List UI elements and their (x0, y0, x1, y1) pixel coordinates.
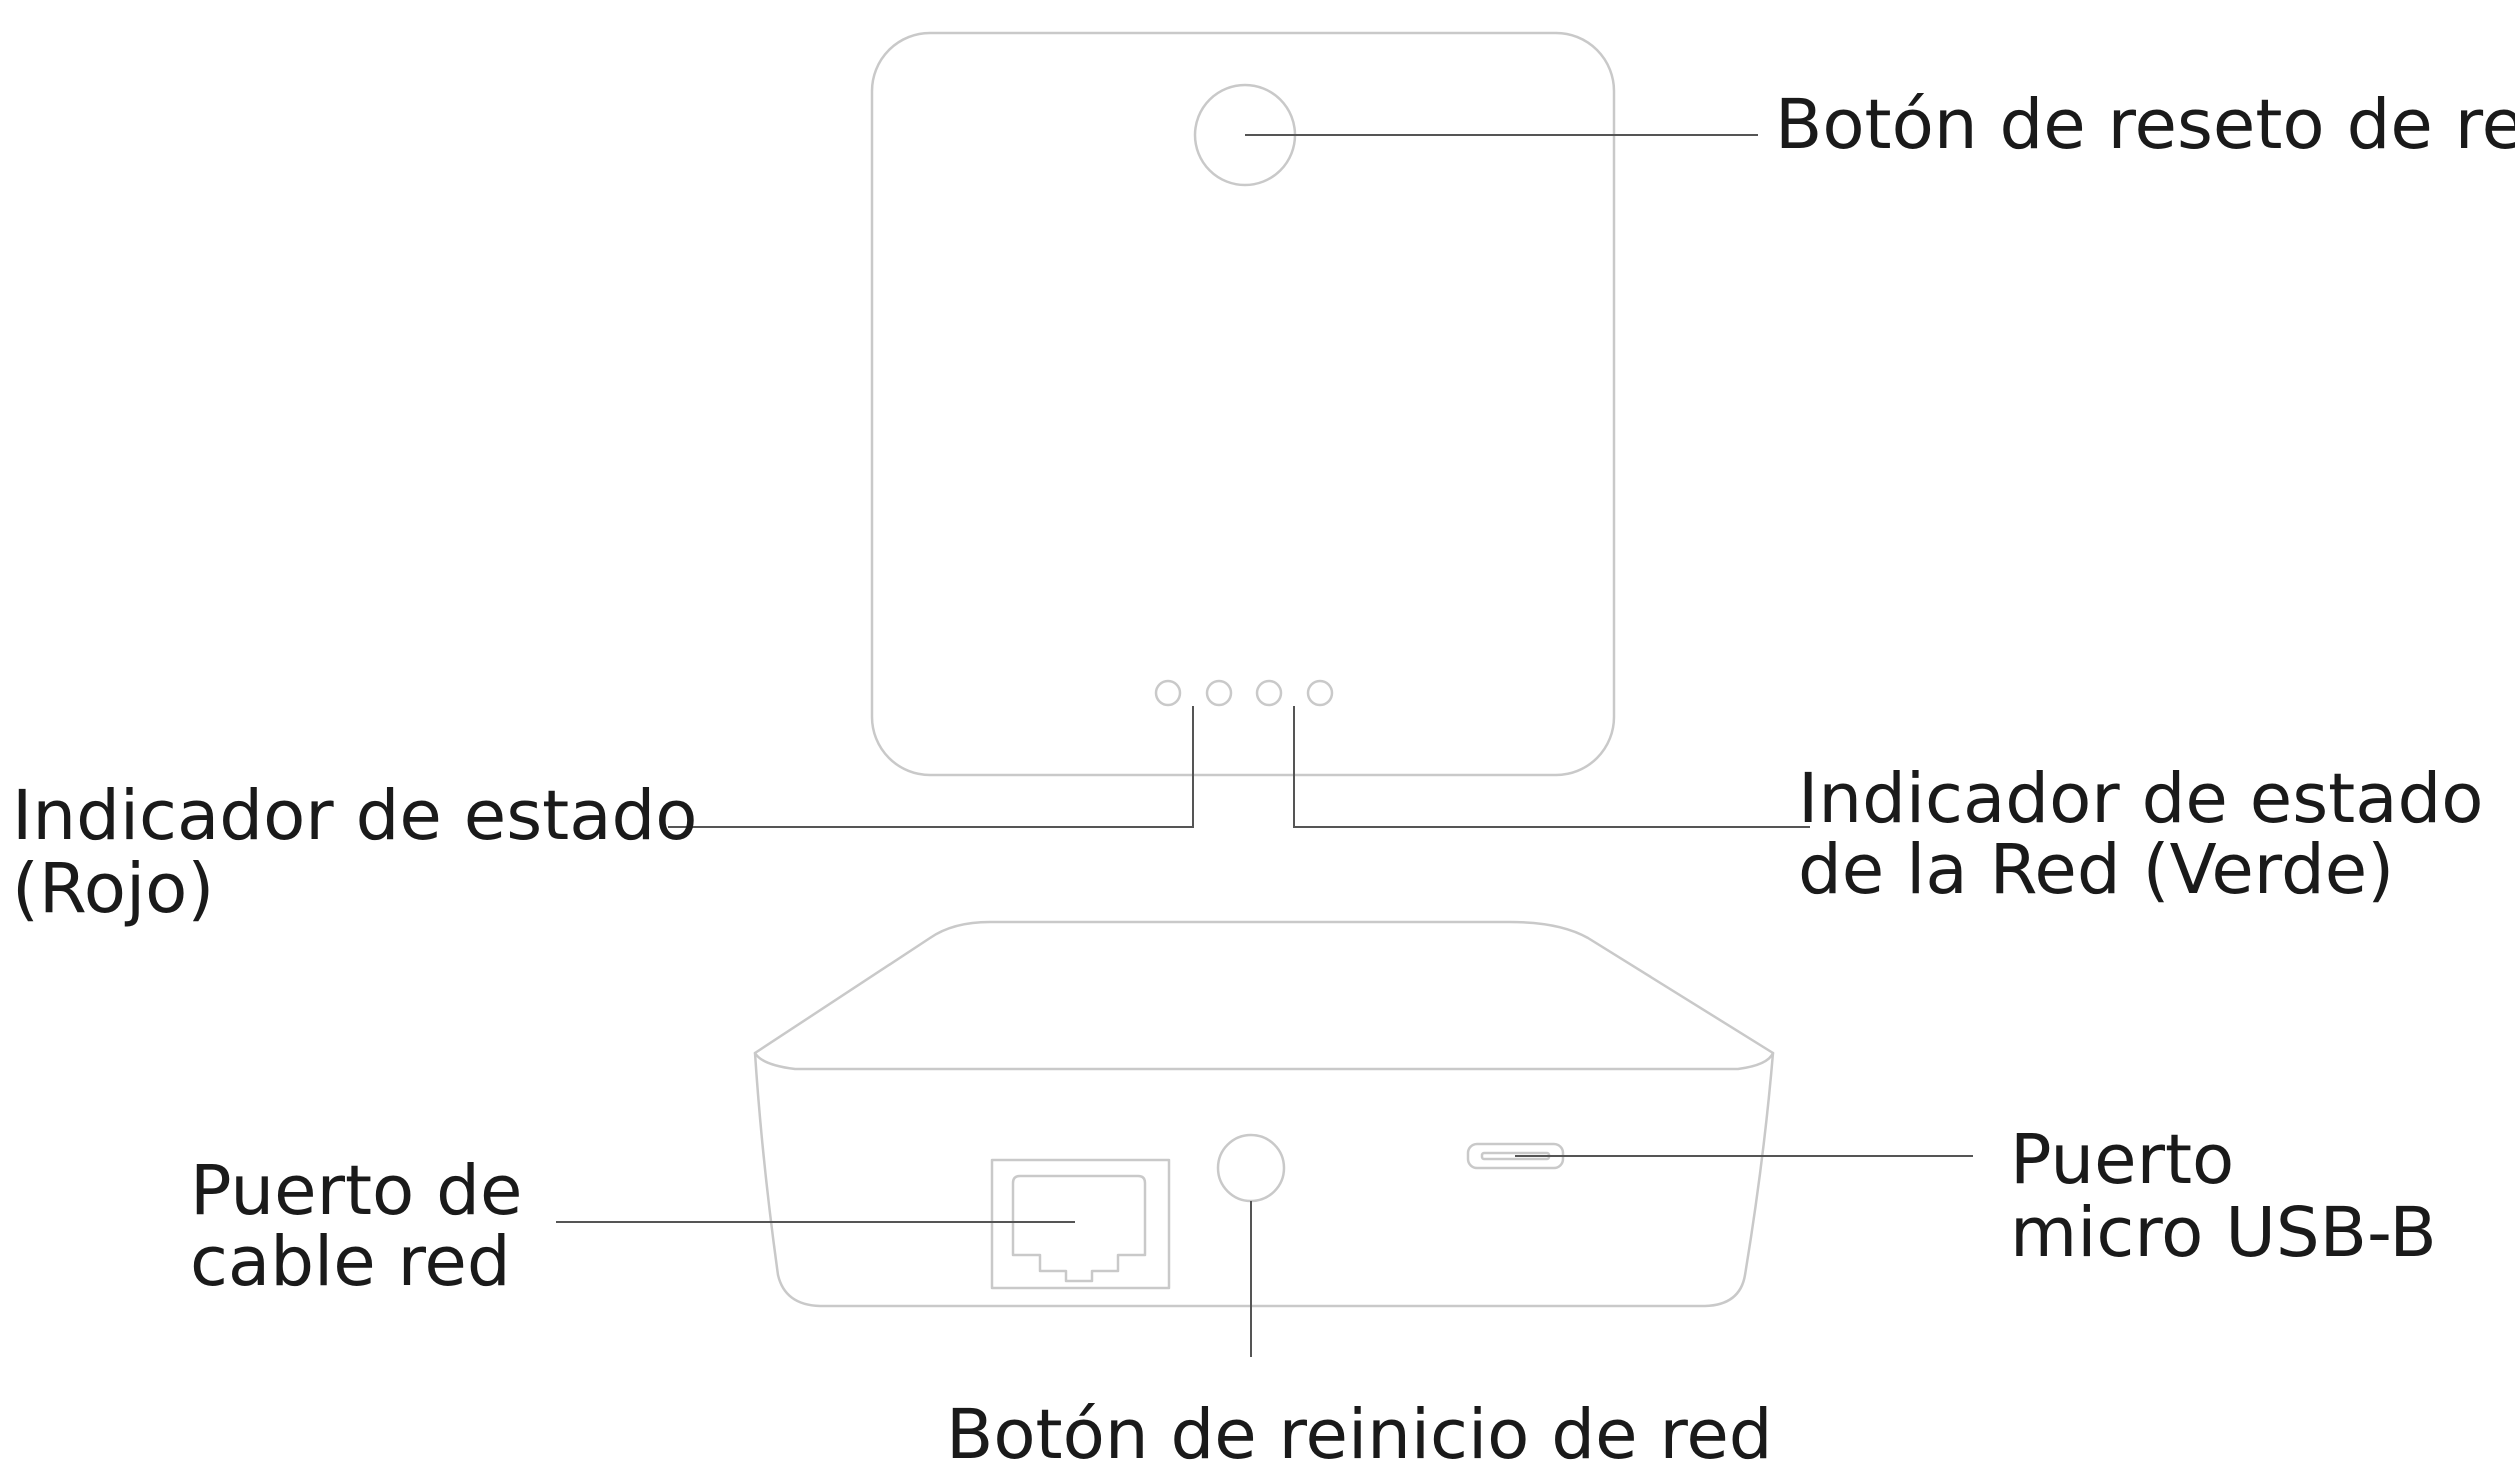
restart-button (1216, 1133, 1286, 1203)
led-1 (1154, 679, 1182, 707)
leader-line-status-red (668, 706, 1194, 828)
label-ethernet-line2: cable red (190, 1222, 511, 1302)
label-ethernet-line1: Puerto de (190, 1151, 522, 1231)
led-3 (1255, 679, 1283, 707)
label-status-red-line1: Indicador de estado (12, 776, 698, 856)
label-status-red-line2: (Rojo) (12, 849, 214, 929)
ethernet-port-socket (1011, 1174, 1147, 1283)
label-usb-line2: micro USB-B (2010, 1193, 2437, 1273)
leader-line-status-green (1293, 706, 1810, 828)
label-usb-line1: Puerto (2010, 1120, 2234, 1200)
label-status-green-line2: de la Red (Verde) (1798, 830, 2394, 910)
led-4 (1306, 679, 1334, 707)
device-body-front (753, 1051, 1775, 1308)
device-body-top (753, 920, 1775, 1071)
led-2 (1205, 679, 1233, 707)
ethernet-port-frame (990, 1158, 1171, 1290)
label-reset-button-top: Botón de reseto de red (1775, 85, 2515, 165)
label-restart-button: Botón de reinicio de red (946, 1395, 1773, 1470)
device-top-view (870, 31, 1616, 777)
label-status-green-line1: Indicador de estado (1798, 759, 2484, 839)
